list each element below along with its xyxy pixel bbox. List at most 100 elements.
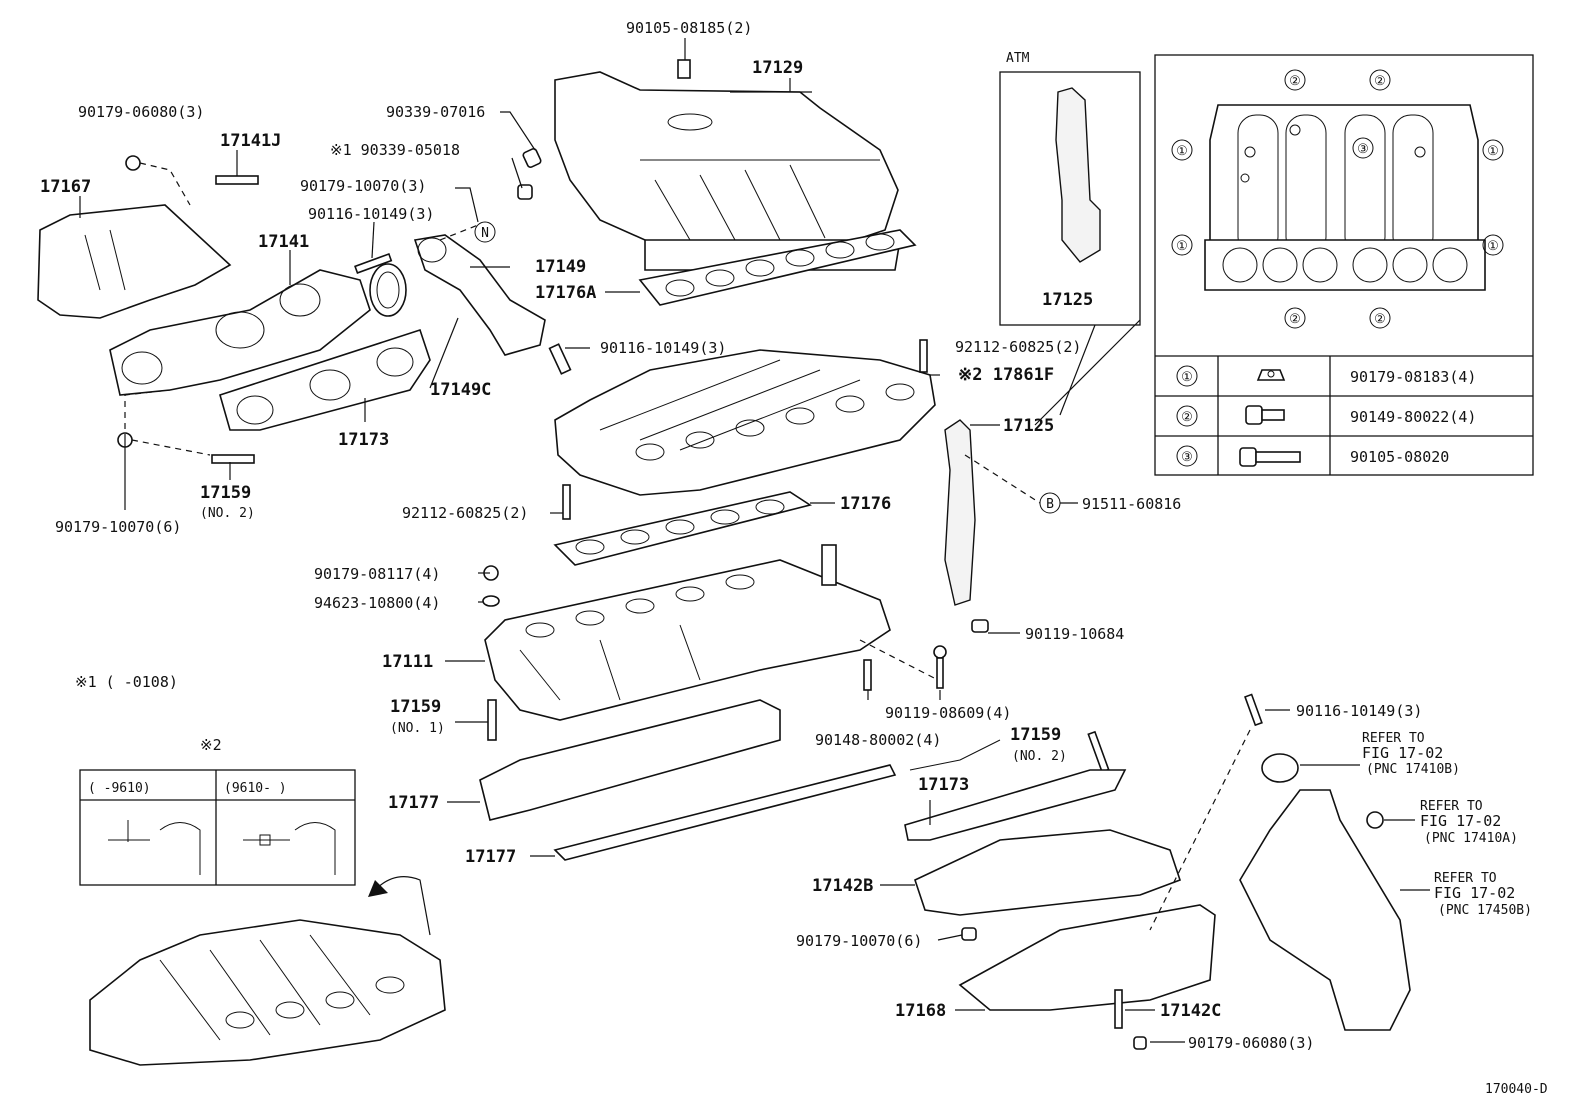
- reference-b: B: [1046, 497, 1054, 512]
- callout-90179-06080-3-a: 90179-06080(3): [78, 103, 204, 121]
- heat-insulator-17168-drawing: [958, 904, 1216, 1011]
- gasket-17176-drawing: [553, 491, 812, 566]
- exhaust-pipe-17149-drawing: [413, 234, 546, 356]
- callout-17159-no2-a: 17159: [200, 483, 251, 503]
- mark-2: ②: [1374, 312, 1386, 327]
- callout-90116-10149-3-b: 90116-10149(3): [600, 339, 726, 357]
- right-exhaust-drawing: [904, 693, 1411, 1050]
- mark-1: ①: [1487, 239, 1499, 254]
- note2-column-1: ( -9610): [88, 781, 151, 796]
- reference-3-line-3: (PNC 17450B): [1438, 903, 1532, 918]
- front-pipe-17450B-drawing: [1239, 789, 1411, 1031]
- gaskets-17177-drawing: [479, 699, 1001, 861]
- mark-1: ①: [1176, 239, 1188, 254]
- bolt-location-inset: ② ② ① ③ ① ① ① ② ② ① 90179-08183(4) ② 901…: [1154, 54, 1534, 476]
- inset-circle-marks: ② ② ① ③ ① ① ① ② ②: [1171, 69, 1504, 329]
- exhaust-manifold-17141-drawing: [109, 269, 371, 396]
- exhaust-gasket-17173-drawing: [219, 328, 431, 431]
- callout-17176: 17176: [840, 494, 891, 514]
- callout-90148-80002: 90148-80002(4): [815, 731, 941, 749]
- note1: ※1 ( -0108): [75, 673, 178, 691]
- mark-2: ②: [1289, 74, 1301, 89]
- mark-2: ②: [1374, 74, 1386, 89]
- lower-intake-17111-drawing: [484, 544, 891, 721]
- atm-frame: [999, 71, 1141, 326]
- callout-90105-08185: 90105-08185(2): [626, 19, 752, 37]
- callout-90339-05018: ※1 90339-05018: [330, 141, 460, 159]
- gasket-17149C-drawing: [369, 263, 407, 317]
- mark-3: ③: [1357, 142, 1369, 157]
- nut-icon: [1256, 369, 1286, 381]
- inset-table: ① 90179-08183(4) ② 90149-80022(4) ③ 9010…: [1176, 365, 1476, 467]
- mark-1: ①: [1176, 144, 1188, 159]
- callout-17173-a: 17173: [338, 430, 389, 450]
- part-callouts: 90105-08185(2) 17129 90339-07016 ※1 9033…: [40, 19, 1548, 1097]
- callout-17173-b: 17173: [918, 775, 969, 795]
- callout-17111: 17111: [382, 652, 433, 672]
- reference-2-line-3: (PNC 17410A): [1424, 831, 1518, 846]
- exhaust-manifold-17142B-drawing: [914, 829, 1182, 916]
- callout-90179-10070-3: 90179-10070(3): [300, 177, 426, 195]
- callout-17141J: 17141J: [220, 131, 281, 151]
- inset-frame: [1154, 54, 1534, 476]
- table-key-3: ③: [1181, 450, 1193, 465]
- callout-90179-08117: 90179-08117(4): [314, 565, 440, 583]
- note2-column-2: (9610- ): [224, 781, 287, 796]
- callout-90116-10149-3-c: 90116-10149(3): [1296, 702, 1422, 720]
- bracket-17125-drawing: [944, 419, 976, 606]
- leader-lines: [79, 38, 1430, 1043]
- atm-bracket-drawing: [1055, 87, 1101, 263]
- table-part-1: 90179-08183(4): [1350, 368, 1476, 386]
- reference-n: N: [481, 226, 489, 241]
- gasket-17410B-drawing: [1261, 753, 1299, 783]
- callout-17149C: 17149C: [430, 380, 491, 400]
- callout-17167: 17167: [40, 177, 91, 197]
- reference-1-line-1: REFER TO: [1362, 731, 1425, 746]
- reference-3-line-2: FIG 17-02: [1434, 884, 1515, 902]
- long-bolt-icon: [1239, 447, 1301, 467]
- reference-2-line-1: REFER TO: [1420, 799, 1483, 814]
- callout-17177-b: 17177: [465, 847, 516, 867]
- callout-92112-60825-a: 92112-60825(2): [955, 338, 1081, 356]
- reference-1-line-2: FIG 17-02: [1362, 744, 1443, 762]
- exhaust-gasket-17173b-drawing: [904, 769, 1127, 841]
- circled-reference-marks: N B: [474, 221, 1061, 514]
- callout-17159-no2-b: 17159: [1010, 725, 1061, 745]
- callout-90179-06080-3-b: 90179-06080(3): [1188, 1034, 1314, 1052]
- heat-insulator-17167-drawing: [37, 204, 232, 319]
- callout-91511-60816: 91511-60816: [1082, 495, 1181, 513]
- callout-17159-no2-b-sub: (NO. 2): [1012, 749, 1067, 764]
- callout-17142B: 17142B: [812, 876, 873, 896]
- callout-90116-10149-3-a: 90116-10149(3): [308, 205, 434, 223]
- table-key-1: ①: [1181, 370, 1193, 385]
- note2-mark: ※2: [200, 736, 222, 754]
- intake-plenum-face-drawing: [1204, 104, 1486, 291]
- callout-17168: 17168: [895, 1001, 946, 1021]
- reference-2-line-2: FIG 17-02: [1420, 812, 1501, 830]
- table-key-2: ②: [1181, 410, 1193, 425]
- callout-90339-07016: 90339-07016: [386, 103, 485, 121]
- callout-17861F: ※2 17861F: [958, 365, 1054, 385]
- callout-17159-no2-a-sub: (NO. 2): [200, 506, 255, 521]
- callout-17149: 17149: [535, 257, 586, 277]
- intake-manifold-17861F-drawing: [554, 349, 936, 496]
- callout-90179-10070-6-b: 90179-10070(6): [796, 932, 922, 950]
- callout-94623-10800: 94623-10800(4): [314, 594, 440, 612]
- atm-inset: ATM 17125: [999, 51, 1141, 326]
- reference-n-circle: [474, 221, 496, 243]
- diagram-id: 170040-D: [1485, 1082, 1548, 1097]
- callout-17129: 17129: [752, 58, 803, 78]
- callout-90179-10070-6-a: 90179-10070(6): [55, 518, 181, 536]
- callout-17159-no1-sub: (NO. 1): [390, 721, 445, 736]
- reference-b-circle: [1039, 492, 1061, 514]
- mark-2: ②: [1289, 312, 1301, 327]
- callout-17125: 17125: [1003, 416, 1054, 436]
- atm-part-number: 17125: [1042, 290, 1093, 310]
- table-part-2: 90149-80022(4): [1350, 408, 1476, 426]
- callout-17141: 17141: [258, 232, 309, 252]
- mark-1: ①: [1487, 144, 1499, 159]
- reference-1-line-3: (PNC 17410B): [1366, 762, 1460, 777]
- table-part-3: 90105-08020: [1350, 448, 1449, 466]
- callout-90119-10684: 90119-10684: [1025, 625, 1124, 643]
